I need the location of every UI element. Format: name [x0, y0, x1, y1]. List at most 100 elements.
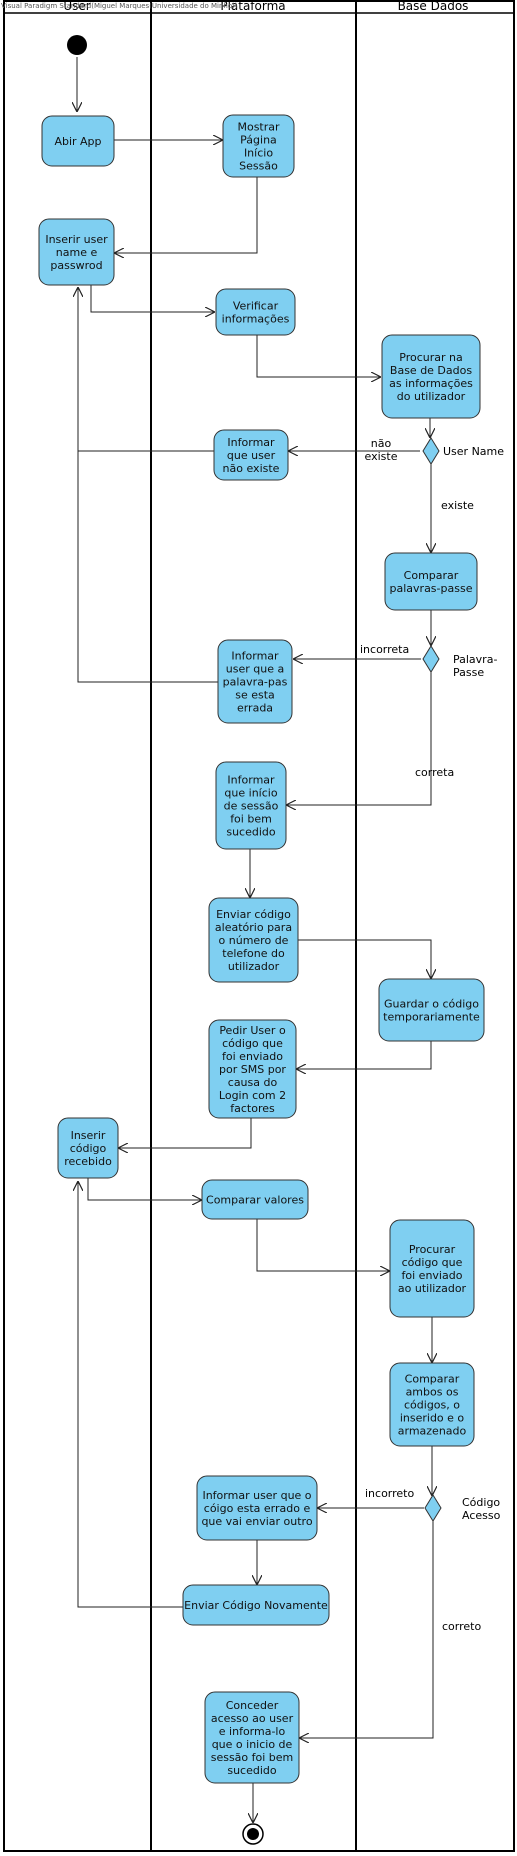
- text-line: user que a: [226, 663, 284, 676]
- guard-incorreto: incorreto: [365, 1487, 414, 1500]
- text-line: código: [70, 1142, 107, 1155]
- text-line: passwrod: [50, 259, 102, 272]
- text-line: o número de: [219, 934, 289, 947]
- flow-mostrar-to-inserir-user: [114, 177, 258, 253]
- decision-user-name: User Name: [422, 437, 504, 465]
- text-line: User Name: [443, 445, 504, 458]
- node-label: Enviar Código Novamente: [184, 1599, 328, 1612]
- text-line: telefone do: [222, 947, 285, 960]
- flow-comparar-valores-to-procurar-codigo: [256, 1219, 390, 1271]
- text-line: Login com 2: [219, 1089, 286, 1102]
- decision-label-user-name: User Name: [443, 445, 504, 458]
- text-line: temporariamente: [383, 1011, 480, 1024]
- text-line: palavras-passe: [390, 582, 473, 595]
- lane-title-base-dados: Base Dados: [398, 0, 469, 13]
- guard-incorreta: incorreta: [360, 643, 409, 656]
- text-line: que user: [227, 449, 276, 462]
- node-label: Abir App: [54, 135, 101, 148]
- text-line: Base de Dados: [390, 364, 472, 377]
- flow-inserir-codigo-to-comparar-valores: [87, 1178, 202, 1200]
- text-line: Enviar Código Novamente: [184, 1599, 328, 1612]
- text-line: recebido: [64, 1155, 112, 1168]
- flow-verificar-to-procurar: [256, 335, 381, 377]
- watermark: Visual Paradigm Standard(Miguel Marques(…: [1, 2, 238, 10]
- text-line: Informar: [227, 774, 275, 787]
- text-line: sucedido: [226, 826, 276, 839]
- flow-incorreta-to-inserir-user: [77, 290, 218, 683]
- text-line: Inserir: [71, 1129, 106, 1142]
- text-line: Mostrar: [237, 121, 280, 134]
- text-line: existe: [365, 450, 398, 463]
- text-line: Passe: [453, 666, 484, 679]
- text-line: Procurar: [409, 1243, 456, 1256]
- text-line: incorreta: [360, 643, 409, 656]
- text-line: de sessão: [224, 800, 279, 813]
- guard-correto: correto: [442, 1620, 481, 1633]
- text-line: correto: [442, 1620, 481, 1633]
- lane-title-user: User: [63, 0, 90, 13]
- text-line: não existe: [223, 462, 280, 475]
- start-node: [67, 35, 87, 55]
- decision-label-palavra-passe: Palavra-Passe: [453, 653, 497, 679]
- text-line: foi bem: [230, 813, 272, 826]
- text-line: que vai enviar outro: [201, 1515, 312, 1528]
- text-line: inserido e o: [400, 1412, 465, 1425]
- text-line: Informar: [231, 650, 279, 663]
- text-line: incorreto: [365, 1487, 414, 1500]
- text-line: cóigo esta errado e: [204, 1502, 311, 1515]
- swimlanes: User Plataforma Base Dados: [3, 0, 515, 1852]
- text-line: Informar user que o: [202, 1489, 311, 1502]
- end-node: [242, 1823, 264, 1845]
- text-line: que o inicio de: [212, 1738, 293, 1751]
- text-line: que início: [224, 787, 277, 800]
- text-line: Página: [240, 134, 277, 147]
- text-line: foi enviado: [222, 1050, 283, 1063]
- text-line: ambos os: [406, 1386, 459, 1399]
- flow-guardar-to-pedir-user: [296, 1041, 432, 1069]
- text-line: sucedido: [227, 1764, 277, 1777]
- text-line: Acesso: [462, 1509, 501, 1522]
- text-line: existe: [441, 499, 474, 512]
- guard-existe: existe: [441, 499, 474, 512]
- text-line: acesso ao user: [211, 1712, 294, 1725]
- edges: [77, 57, 433, 1823]
- text-line: correta: [415, 766, 454, 779]
- text-line: Início: [244, 147, 273, 160]
- text-line: e informa-lo: [219, 1725, 286, 1738]
- text-line: sessão foi bem: [211, 1751, 294, 1764]
- node-label: Comparar valores: [206, 1194, 304, 1207]
- text-line: Inserir user: [45, 233, 108, 246]
- text-line: Procurar na: [399, 351, 462, 364]
- text-line: código que: [402, 1256, 463, 1269]
- flow-decision-codigo-to-conceder: [299, 1521, 434, 1738]
- node-comparar-valores: Comparar valores: [201, 1179, 309, 1220]
- text-line: Informar: [227, 436, 275, 449]
- text-line: Código: [462, 1496, 500, 1509]
- flow-enviar-novamente-to-inserir-codigo: [78, 1181, 183, 1608]
- flow-inserir-user-to-verificar: [90, 285, 215, 312]
- flow-pedir-user-to-inserir-codigo: [118, 1118, 252, 1148]
- flow-enviar-codigo-to-guardar: [298, 939, 431, 979]
- text-line: palavra-pas: [223, 676, 288, 689]
